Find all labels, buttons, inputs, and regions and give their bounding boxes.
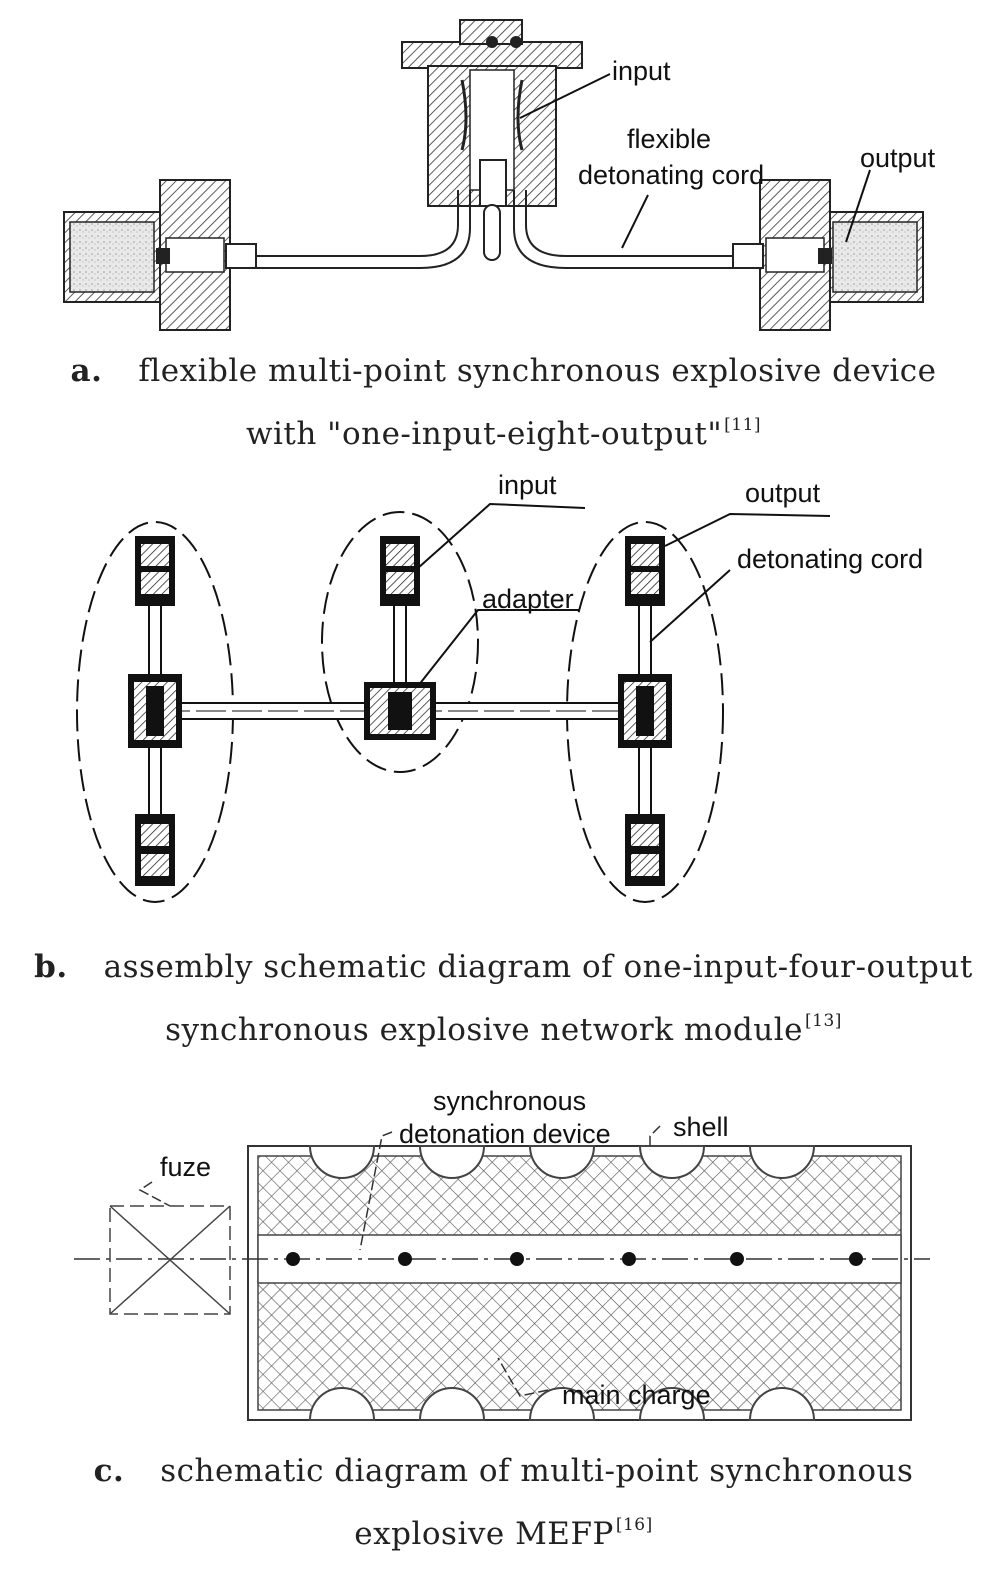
detonation-points	[286, 1252, 863, 1266]
caption-b: b. assembly schematic diagram of one-inpu…	[0, 940, 1007, 1057]
leader-lines	[519, 73, 871, 249]
caption-b-letter: b.	[34, 949, 68, 985]
label-synchronous: synchronous	[433, 1086, 586, 1116]
label-output: output	[860, 143, 936, 173]
label-fuze: fuze	[160, 1152, 211, 1182]
label-detonating-cord-b: detonating cord	[737, 544, 923, 574]
adapter-blocks	[128, 674, 672, 748]
caption-b-line1: assembly schematic diagram of one-input-…	[103, 949, 973, 985]
input-block	[380, 536, 420, 606]
label-detonation-device: detonation device	[399, 1119, 611, 1149]
label-shell: shell	[673, 1112, 729, 1142]
panel-b: input output detonating cord adapter b. a…	[0, 450, 1007, 1055]
caption-b-line2: synchronous explosive network module	[165, 1012, 803, 1048]
caption-c-letter: c.	[93, 1453, 125, 1489]
caption-a-line2: with "one-input-eight-output"	[245, 416, 723, 452]
caption-c-line1: schematic diagram of multi-point synchro…	[160, 1453, 914, 1489]
caption-a-line1: flexible multi-point synchronous explosi…	[138, 353, 937, 389]
caption-a: a. flexible multi-point synchronous explo…	[0, 344, 1007, 461]
flexible-device-drawing: input flexible detonating cord output	[63, 19, 936, 331]
left-output-charge	[63, 179, 257, 331]
label-main-charge: main charge	[562, 1380, 711, 1410]
panel-c: synchronous detonation device shell fuze…	[0, 1060, 1007, 1576]
label-input-b: input	[498, 470, 557, 500]
flexible-cord	[255, 79, 735, 269]
caption-c-ref: [16]	[615, 1515, 653, 1535]
label-adapter: adapter	[482, 584, 574, 614]
network-module-drawing: input output detonating cord adapter	[76, 470, 923, 903]
caption-c-line2: explosive MEFP	[354, 1516, 614, 1552]
label-output-b: output	[745, 478, 821, 508]
leader-lines-c	[138, 1125, 661, 1397]
caption-b-ref: [13]	[805, 1011, 842, 1031]
right-output-charge	[732, 179, 924, 331]
central-input-housing	[401, 19, 583, 261]
label-detonating-cord: detonating cord	[578, 160, 764, 190]
output-blocks	[135, 536, 665, 886]
panel-a: input flexible detonating cord output a.…	[0, 0, 1007, 452]
label-flexible: flexible	[627, 124, 711, 154]
leader-lines-b	[417, 502, 831, 687]
fuze-box	[109, 1205, 231, 1315]
caption-c: c. schematic diagram of multi-point synch…	[0, 1444, 1007, 1561]
shell-grooves	[308, 1145, 816, 1421]
main-charge-body	[247, 1145, 912, 1421]
label-input: input	[612, 56, 671, 86]
caption-a-letter: a.	[70, 353, 103, 389]
caption-a-ref: [11]	[724, 415, 762, 435]
mefp-drawing: synchronous detonation device shell fuze…	[74, 1086, 930, 1421]
